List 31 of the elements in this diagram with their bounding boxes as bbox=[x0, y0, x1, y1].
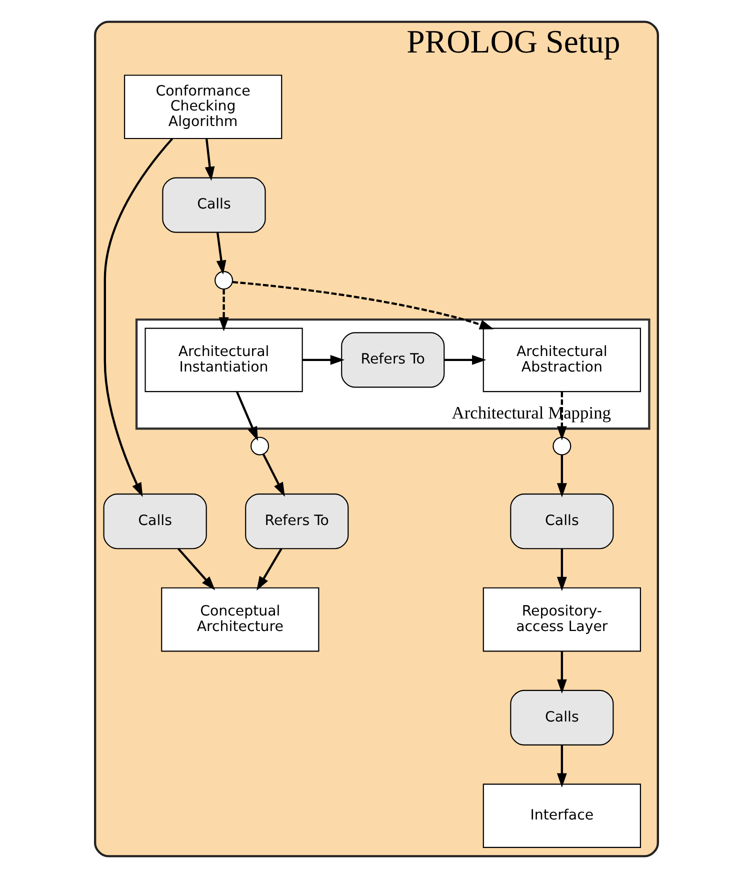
node-box: Architectural Instantiation bbox=[144, 328, 303, 392]
node-circle bbox=[250, 436, 270, 456]
arrow bbox=[556, 652, 567, 694]
node-box: Calls bbox=[162, 177, 266, 233]
arrow bbox=[556, 392, 567, 440]
node-box: Conceptual Architecture bbox=[161, 587, 320, 652]
node-box: Calls bbox=[103, 494, 207, 550]
arrow bbox=[556, 455, 567, 498]
arrow bbox=[444, 354, 486, 365]
node-box: Repository-access Layer bbox=[482, 587, 641, 652]
node-circle bbox=[552, 436, 572, 456]
arrow bbox=[218, 289, 229, 332]
node-box: Interface bbox=[482, 784, 641, 848]
node-box: Architectural Abstraction bbox=[482, 328, 641, 392]
arrow bbox=[556, 548, 567, 592]
arrow bbox=[556, 745, 567, 788]
arrow bbox=[262, 454, 285, 497]
arrow bbox=[256, 548, 282, 591]
node-box: Conformance Checking Algorithm bbox=[124, 74, 282, 140]
node-box: Refers To bbox=[341, 332, 445, 388]
arrow bbox=[232, 281, 494, 330]
node-circle bbox=[214, 271, 234, 290]
arrow bbox=[216, 232, 226, 275]
node-box: Calls bbox=[510, 494, 614, 550]
arrow bbox=[204, 138, 215, 181]
arrow bbox=[104, 138, 174, 497]
arrow bbox=[178, 548, 216, 590]
node-box: Calls bbox=[510, 690, 614, 746]
arrow bbox=[236, 391, 258, 441]
arrow bbox=[302, 354, 345, 365]
node-box: Refers To bbox=[245, 494, 349, 550]
